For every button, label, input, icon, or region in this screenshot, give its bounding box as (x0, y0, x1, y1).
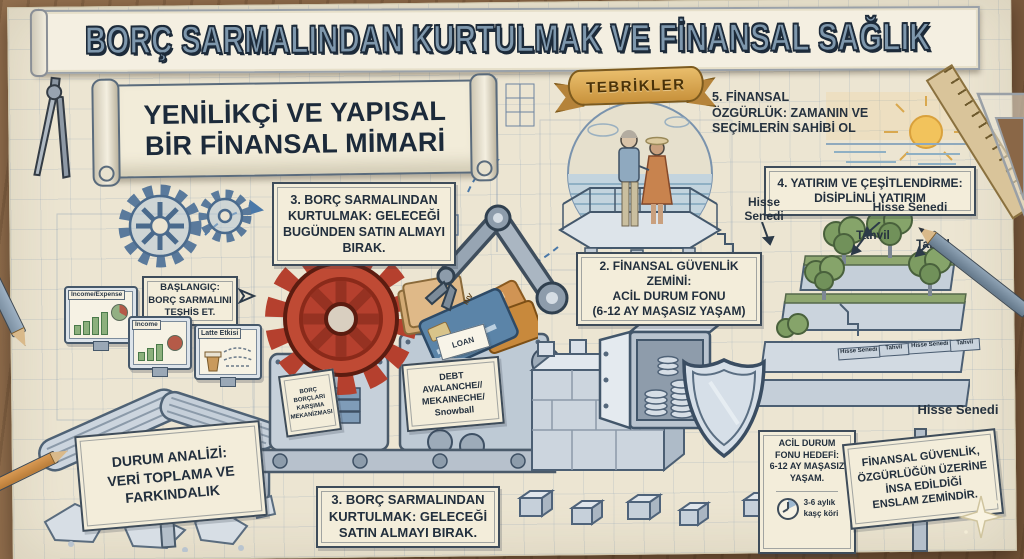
congrats-ribbon: TEBRİKLER (555, 63, 715, 116)
step3-bottom-box: 3. BORÇ SARMALINDAN KURTULMAK: GELECEĞİ … (316, 486, 500, 548)
monitor-label: Income (132, 320, 161, 331)
label-hisse-senedi-bottom: Hisse Senedi (917, 402, 999, 417)
monitor-latte-effect: Latte Etkisi (194, 324, 262, 380)
scroll-roll-left (91, 78, 121, 187)
shield-icon (682, 358, 766, 459)
robot-arm-illustration (424, 204, 569, 315)
bar-chart-icon (138, 344, 163, 361)
clock-icon (776, 497, 799, 520)
step4-box: 4. YATIRIM VE ÇEŞİTLENDİRME: DİSİPLİNLİ … (764, 166, 976, 216)
banner-curl (29, 9, 49, 78)
page-title: BORÇ SARMALINDAN KURTULMAK VE FİNANSAL S… (84, 16, 931, 63)
title-banner: BORÇ SARMALINDAN KURTULMAK VE FİNANSAL S… (29, 5, 981, 78)
vault-fortress-illustration (516, 317, 778, 527)
investment-terrace-illustration (755, 208, 970, 407)
pie-chart-icon (111, 304, 128, 321)
gear-sketch-icon (118, 184, 252, 268)
sun-icon (826, 92, 968, 165)
coffee-cup-icon (204, 351, 222, 372)
emergency-fund-title: ACİL DURUM FONU HEDEFİ: 6-12 AY MAŞASIZ … (769, 438, 845, 484)
step3-top-box: 3. BORÇ SARMALINDAN KURTULMAK: GELECEĞİ … (272, 182, 456, 266)
congrats-text: TEBRİKLER (585, 75, 686, 97)
label-hisse-senedi-right: Hisse Senedi (872, 200, 948, 214)
pie-chart-icon (167, 335, 183, 351)
emergency-fund-box: ACİL DURUM FONU HEDEFİ: 6-12 AY MAŞASIZ … (758, 430, 856, 554)
compass-icon (33, 76, 71, 179)
sparkle-icon (958, 495, 1004, 539)
terrace-plaque: Tahvil (949, 337, 981, 353)
label-arrows (761, 222, 931, 258)
step2-box: 2. FİNANSAL GÜVENLİK ZEMİNİ: ACİL DURUM … (576, 252, 762, 326)
start-arrow-icon (238, 288, 257, 304)
set-square-icon (976, 92, 1024, 217)
monitor-income-expense: Income/Expense (64, 286, 138, 344)
monitor-label: Income/Expense (68, 290, 126, 301)
machine-plate-right: DEBT AVALANCHE// MEKAINECHE/ Snowball (401, 355, 505, 433)
monitor-label: Latte Etkisi (198, 328, 242, 340)
terrace-plaque: Tahvil (878, 342, 910, 358)
subtitle-text: YENİLİKÇİ VE YAPISAL BİR FİNANSAL MİMARİ (143, 95, 447, 162)
step5-label: 5. FİNANSAL ÖZGÜRLÜK: ZAMANIN VE SEÇİMLE… (712, 90, 869, 136)
clock-note: 3-6 aylık kaşç köri (803, 498, 839, 518)
situation-analysis-sign: DURUM ANALİZİ: VERİ TOPLAMA VE FARKINDAL… (74, 420, 268, 532)
monitor-income: Income (128, 316, 192, 370)
subtitle-scroll: YENİLİKÇİ VE YAPISAL BİR FİNANSAL MİMARİ (91, 73, 499, 187)
machine-plate-left: BORÇ BORÇLARI KARŞIMA MEKANİZMASI (277, 368, 343, 438)
latte-scribble-icon (223, 347, 253, 367)
label-hisse-senedi-left: Hisse Senedi (744, 195, 784, 223)
scroll-roll-right (469, 73, 499, 182)
bar-chart-icon (74, 312, 108, 335)
